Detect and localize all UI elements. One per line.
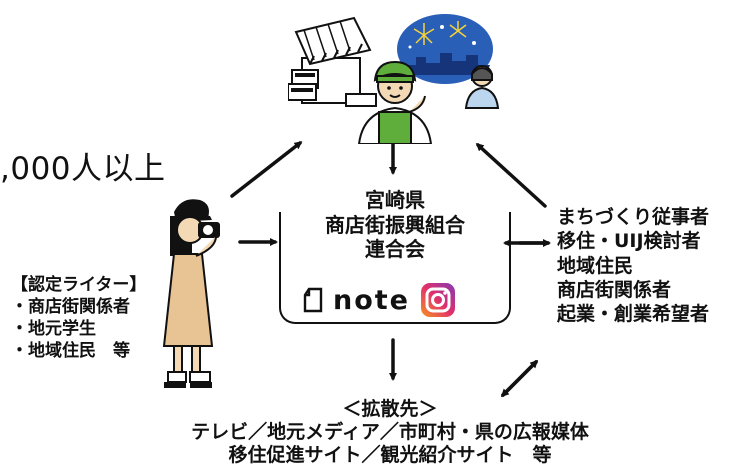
arrow-targets-to-spread <box>500 360 538 398</box>
writer-item: ・地元学生 <box>11 319 96 340</box>
organization-box <box>279 212 511 324</box>
spectator-icon <box>464 65 500 109</box>
target-item: 移住・UIJ検討者 <box>557 230 701 253</box>
target-audience-list: まちづくり従事者 移住・UIJ検討者 地域住民 商店街関係者 起業・創業希望者 <box>557 205 709 327</box>
distribution-channels: ＜拡散先＞ テレビ／地元メディア／市町村・県の広報媒体 移住促進サイト／観光紹介… <box>90 398 690 466</box>
certified-writers-list: 【認定ライター】 ・商店街関係者 ・地元学生 ・地域住民 等 <box>11 274 146 362</box>
target-item: 地域住民 <box>557 254 634 277</box>
distribution-heading: ＜拡散先＞ <box>342 398 438 420</box>
shopkeeper-icon <box>357 60 433 144</box>
writer-item: ・商店街関係者 <box>11 297 130 318</box>
note-logo-icon <box>303 287 323 313</box>
org-title-line-3: 連合会 <box>365 237 425 262</box>
photographer-icon <box>162 199 220 388</box>
arrow-targets-to-shop <box>475 142 547 208</box>
arrow-writer-to-shop <box>230 141 303 198</box>
org-title-line-2: 商店街振興組合 <box>325 212 465 237</box>
organization-title: 宮崎県 商店街振興組合 連合会 <box>279 188 511 262</box>
target-item: 起業・創業希望者 <box>557 303 710 326</box>
participant-count: ,000人以上 <box>0 151 166 187</box>
note-wordmark: note <box>333 284 410 316</box>
org-title-line-1: 宮崎県 <box>365 188 425 212</box>
fireworks-icon <box>397 14 493 84</box>
distribution-line-2: 移住促進サイト／観光紹介サイト 等 <box>228 443 552 466</box>
target-item: まちづくり従事者 <box>557 206 710 228</box>
target-item: 商店街関係者 <box>557 278 672 301</box>
shop-icon <box>288 16 377 107</box>
instagram-icon <box>421 283 455 317</box>
platform-logos: note <box>303 281 456 319</box>
writer-item: ・地域住民 等 <box>11 341 130 362</box>
writers-heading: 【認定ライター】 <box>11 275 147 295</box>
distribution-line-1: テレビ／地元メディア／市町村・県の広報媒体 <box>191 420 589 443</box>
